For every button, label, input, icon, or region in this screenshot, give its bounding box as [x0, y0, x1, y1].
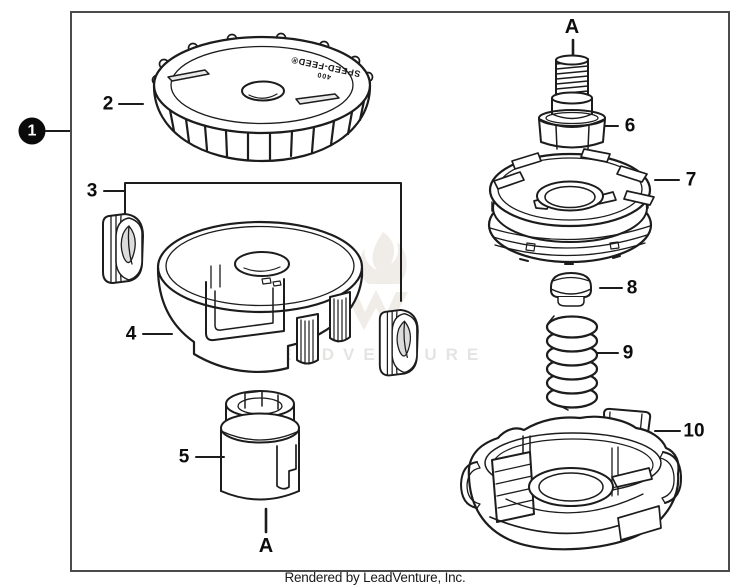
- diagram-border: [70, 11, 730, 572]
- lower-housing-hub: [528, 467, 614, 507]
- callout-1-label: 1: [27, 122, 37, 139]
- callout-leader-lines: [45, 38, 681, 534]
- callout-2-label: 2: [102, 93, 114, 115]
- part-7-spool: [487, 148, 655, 265]
- callout-10-label: 10: [683, 420, 705, 442]
- footer-credit: Rendered by LeadVenture, Inc.: [284, 570, 466, 585]
- callout-3-label: 3: [86, 180, 98, 202]
- part-5-adapter: [220, 390, 300, 501]
- callout-8-label: 8: [626, 277, 638, 299]
- callout-4-label: 4: [125, 323, 137, 345]
- callout-6-label: 6: [624, 115, 636, 137]
- callout-1-badge: 1: [18, 117, 46, 145]
- reference-a-top-label: A: [564, 16, 580, 38]
- part-4-housing: [156, 220, 364, 373]
- callout-5-label: 5: [178, 446, 190, 468]
- part-10-lower-housing: [460, 407, 683, 551]
- part-9-spring: [545, 315, 599, 411]
- reference-a-bottom-label: A: [258, 535, 274, 557]
- callout-9-label: 9: [622, 342, 634, 364]
- part-6-bolt: [538, 54, 606, 150]
- part-8-plug: [550, 272, 592, 307]
- part-2-cap: [151, 32, 374, 163]
- callout-7-label: 7: [685, 169, 697, 191]
